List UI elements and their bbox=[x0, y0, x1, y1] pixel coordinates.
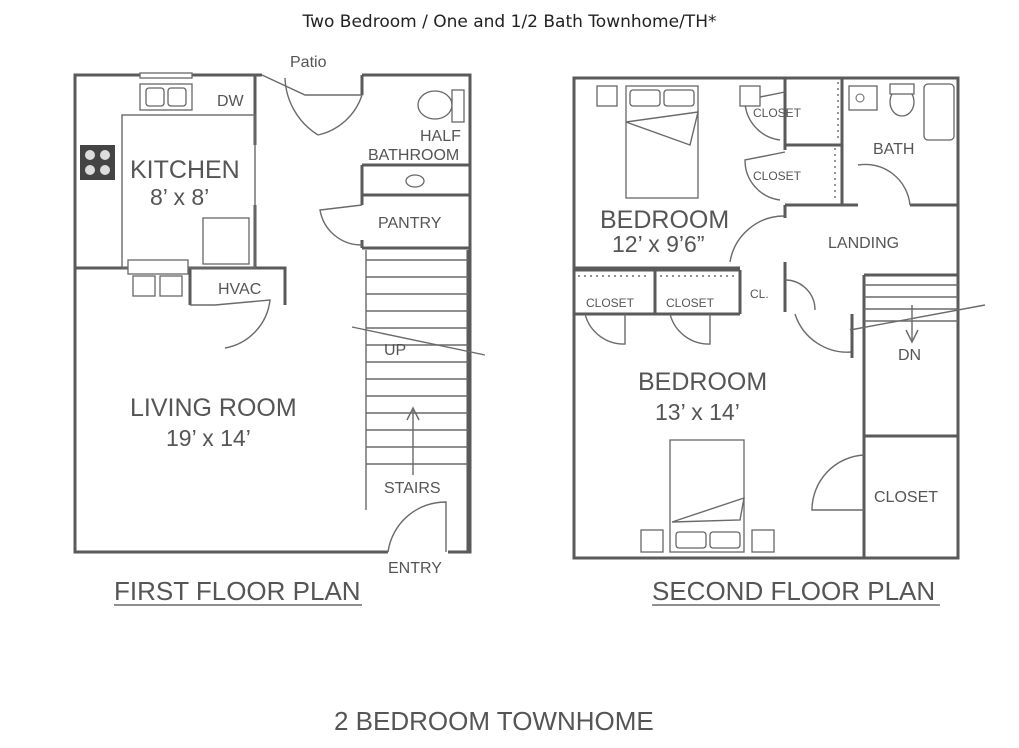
footer-title: 2 BEDROOM TOWNHOME bbox=[334, 706, 654, 736]
entry-label: ENTRY bbox=[388, 560, 442, 577]
closet-top-label: CLOSET bbox=[753, 106, 802, 120]
dw-label: DW bbox=[217, 93, 245, 110]
bath-label: BATH bbox=[873, 141, 914, 158]
second-floor-outer-wall bbox=[572, 76, 960, 560]
toilet-icon bbox=[417, 90, 453, 120]
patio-label: Patio bbox=[290, 54, 327, 71]
living-room-label: LIVING ROOM bbox=[130, 394, 297, 422]
page-title: Two Bedroom / One and 1/2 Bath Townhome/… bbox=[302, 12, 717, 32]
first-floor-heading: FIRST FLOOR PLAN bbox=[114, 576, 361, 606]
stove-icon bbox=[80, 145, 115, 180]
kitchen-dimensions: 8’ x 8’ bbox=[150, 184, 209, 210]
bedroom2-label: BEDROOM bbox=[638, 368, 767, 396]
bath-sink-icon bbox=[405, 174, 425, 188]
closet-right-label: CLOSET bbox=[666, 296, 715, 310]
half-bath-label-line1: HALF bbox=[420, 128, 461, 145]
landing-label: LANDING bbox=[828, 235, 899, 252]
closet-left-label: CLOSET bbox=[586, 296, 635, 310]
kitchen-island bbox=[127, 259, 189, 275]
half-bath-label-line2: BATHROOM bbox=[368, 147, 459, 164]
bathtub-icon bbox=[923, 83, 955, 141]
living-room-dimensions: 19’ x 14’ bbox=[166, 425, 251, 451]
dn-label: DN bbox=[898, 347, 921, 364]
kitchen-label: KITCHEN bbox=[130, 156, 240, 184]
bedroom2-dimensions: 13’ x 14’ bbox=[655, 399, 740, 425]
stairs-label: STAIRS bbox=[384, 480, 441, 497]
second-floor-heading: SECOND FLOOR PLAN bbox=[652, 576, 935, 606]
up-label: UP bbox=[384, 342, 406, 359]
closet-mid-label: CLOSET bbox=[753, 169, 802, 183]
bedroom1-label: BEDROOM bbox=[600, 206, 729, 234]
closet-big-label: CLOSET bbox=[874, 489, 938, 506]
refrigerator-icon bbox=[202, 217, 250, 265]
pantry-label: PANTRY bbox=[378, 215, 442, 232]
second-floor-plan: CLOSET CLOSET BATH BEDROOM 12’ x 9’6” LA… bbox=[572, 76, 986, 606]
cl-label: CL. bbox=[750, 287, 769, 301]
hvac-label: HVAC bbox=[218, 281, 261, 298]
bedroom1-dimensions: 12’ x 9’6” bbox=[612, 231, 704, 257]
first-floor-plan: Patio DW KITCHEN 8’ x 8’ HALF BATHROOM P… bbox=[73, 54, 486, 606]
bath-sink-icon-2 bbox=[848, 85, 878, 111]
